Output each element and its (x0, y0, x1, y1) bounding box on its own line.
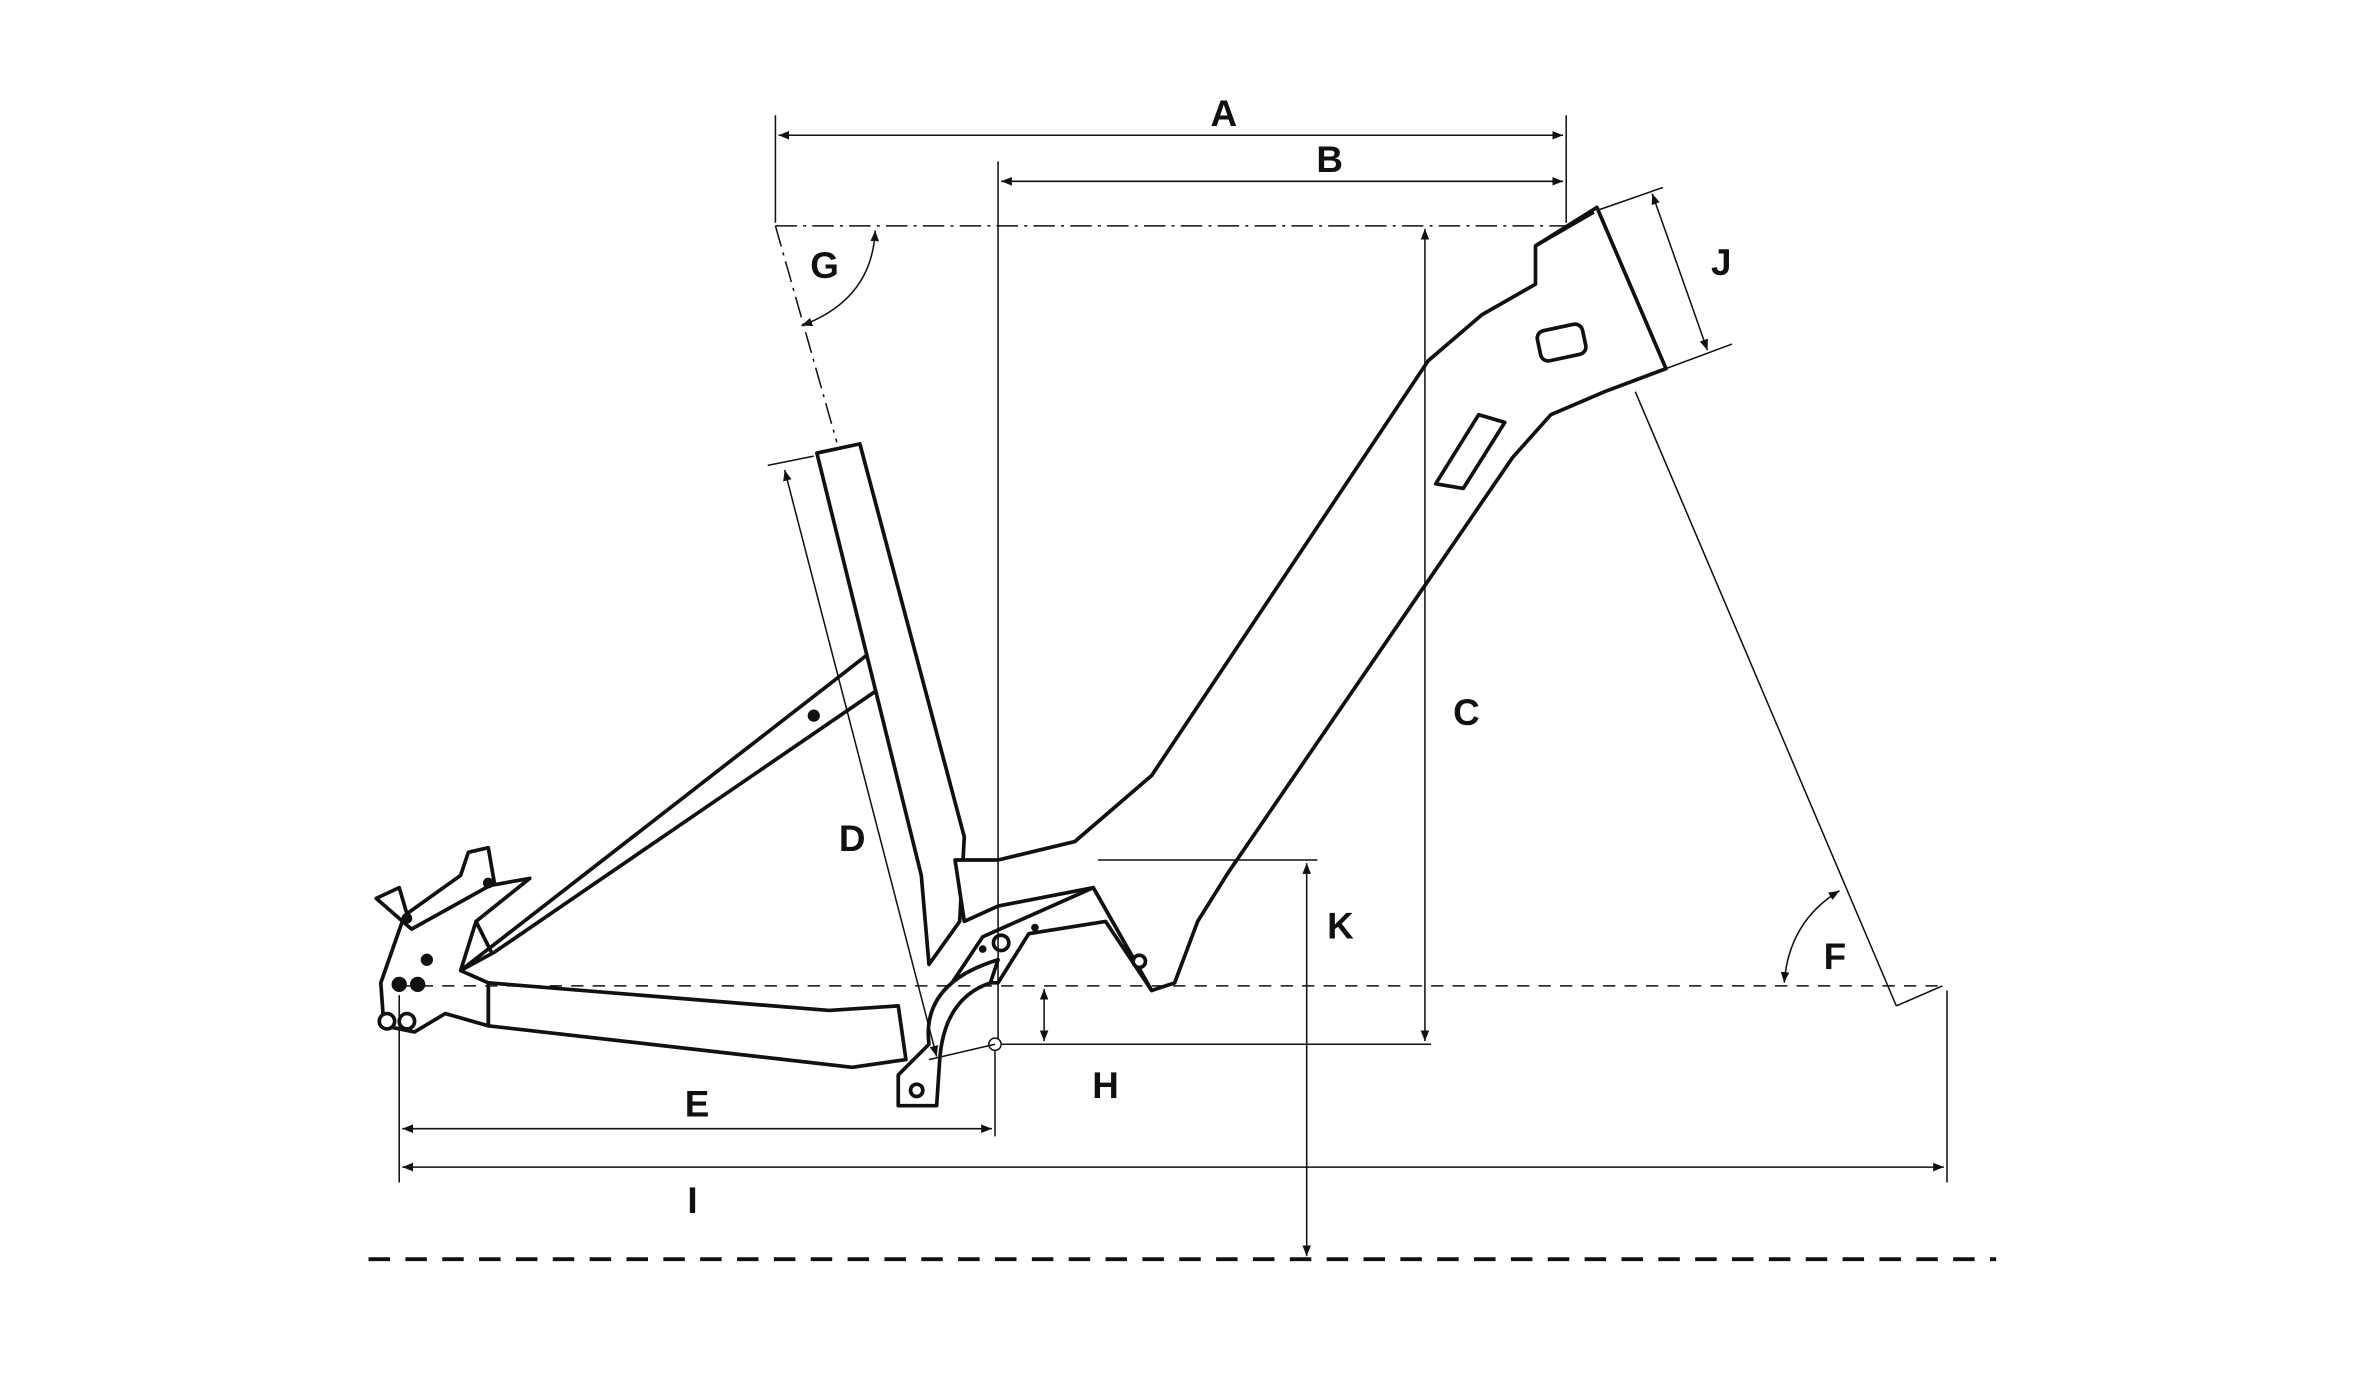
dimension-j: J (1596, 186, 1733, 370)
label-g: G (810, 245, 839, 286)
bike-frame (374, 205, 1668, 1108)
dimension-d: D (767, 455, 996, 1061)
label-k: K (1327, 905, 1354, 946)
label-i: I (687, 1180, 697, 1221)
dimension-g: G (774, 225, 880, 443)
dimension-b: B (997, 139, 1564, 1045)
dimension-k: K (1097, 859, 1354, 1257)
label-a: A (1210, 93, 1237, 134)
label-f: F (1824, 936, 1847, 977)
label-e: E (685, 1083, 710, 1124)
dimension-i: I (402, 990, 1948, 1221)
dimension-e: E (398, 995, 996, 1183)
dimension-f: F (399, 391, 1943, 1007)
label-b: B (1316, 139, 1343, 180)
dimension-c: C (994, 228, 1480, 1046)
label-h: H (1092, 1065, 1119, 1106)
label-d: D (839, 818, 866, 859)
dimension-h: H (988, 988, 1119, 1106)
label-c: C (1453, 692, 1480, 733)
dimension-a: A (774, 93, 1567, 223)
label-j: J (1711, 242, 1732, 283)
